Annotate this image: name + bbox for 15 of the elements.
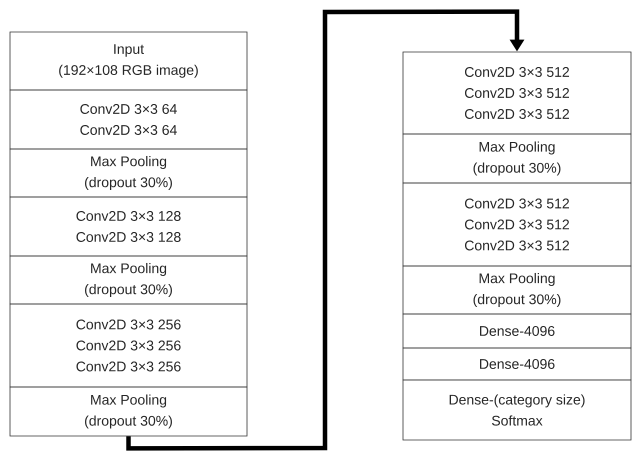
layer-box: Max Pooling (dropout 30%)	[402, 134, 632, 184]
layer-box: Input (192×108 RGB image)	[10, 32, 248, 90]
layer-box: Dense-4096	[402, 348, 632, 380]
layer-box: Conv2D 3×3 128 Conv2D 3×3 128	[10, 196, 248, 256]
layer-box: Conv2D 3×3 512 Conv2D 3×3 512 Conv2D 3×3 512	[402, 52, 632, 134]
layer-box: Max Pooling (dropout 30%)	[10, 256, 248, 304]
layer-box: Max Pooling (dropout 30%)	[10, 148, 248, 198]
layer-box: Conv2D 3×3 512 Conv2D 3×3 512 Conv2D 3×3 512	[402, 182, 632, 266]
layer-box: Dense-4096	[402, 314, 632, 348]
arrow	[126, 9, 524, 451]
layer-box: Dense-(category size) Softmax	[402, 380, 632, 440]
layer-box: Max Pooling (dropout 30%)	[10, 386, 248, 436]
layer-box: Max Pooling (dropout 30%)	[402, 266, 632, 314]
layer-box: Conv2D 3×3 64 Conv2D 3×3 64	[10, 90, 248, 150]
layer-box: Conv2D 3×3 256 Conv2D 3×3 256 Conv2D 3×3 256	[10, 304, 248, 388]
